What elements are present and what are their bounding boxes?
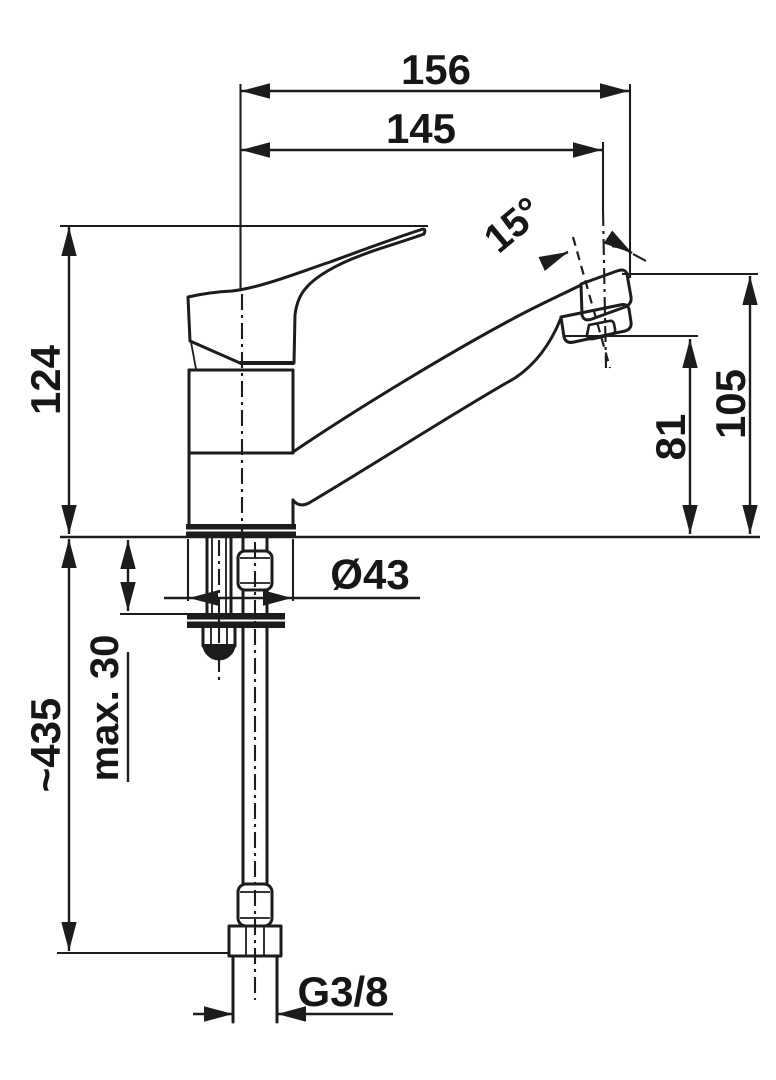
- dim-thread: G3/8: [193, 968, 393, 1022]
- dim-81-label: 81: [647, 414, 694, 461]
- supply-tube-top: [241, 536, 269, 553]
- aerator-screen: [585, 319, 617, 341]
- dim-15deg-label: 15°: [476, 189, 551, 262]
- dim-hose-length: ~435: [22, 539, 230, 955]
- dim-base-diameter: Ø43: [164, 539, 420, 606]
- dim-overall-width: 156: [239, 46, 632, 291]
- spout-end-cap: [579, 268, 633, 322]
- dim-g38-label: G3/8: [297, 968, 388, 1015]
- dim-156-label: 156: [401, 46, 471, 93]
- spout-lower-edge: [291, 316, 563, 507]
- dim-105-label: 105: [707, 369, 754, 439]
- handle-cap-skirt-line: [190, 341, 197, 370]
- handle-lever: [186, 227, 427, 365]
- dim-aerator-height: 81: [565, 334, 698, 534]
- dim-435-label: ~435: [22, 698, 69, 793]
- supply-hose: [241, 626, 269, 886]
- aerator-axis-centerline: [601, 209, 608, 369]
- spout-swivel-15deg-line: [571, 236, 612, 369]
- dim-spout-angle: 15°: [476, 189, 647, 272]
- dim-deck-thickness: max. 30: [83, 540, 190, 782]
- faucet-outline: [60, 209, 760, 1024]
- dim-43-label: Ø43: [330, 551, 409, 598]
- mounting-nut-facets: [210, 628, 228, 646]
- dim-spout-height: 105: [622, 272, 758, 534]
- spout-upper-edge: [291, 283, 583, 454]
- hex-nut-facets: [245, 926, 265, 956]
- angle-arrow-tail: [632, 253, 647, 262]
- dim-spout-reach: 145: [241, 105, 605, 210]
- aerator-housing: [559, 303, 633, 344]
- dim-body-height: 124: [22, 224, 428, 534]
- angle-arrow-right: [603, 230, 633, 255]
- dim-124-label: 124: [22, 344, 69, 415]
- mounting-nut-sides: [201, 626, 237, 648]
- angle-arrow-left: [538, 250, 569, 272]
- mounting-nut-dome: [202, 644, 236, 661]
- dim-max30-label: max. 30: [83, 635, 127, 782]
- dim-145-label: 145: [386, 105, 456, 152]
